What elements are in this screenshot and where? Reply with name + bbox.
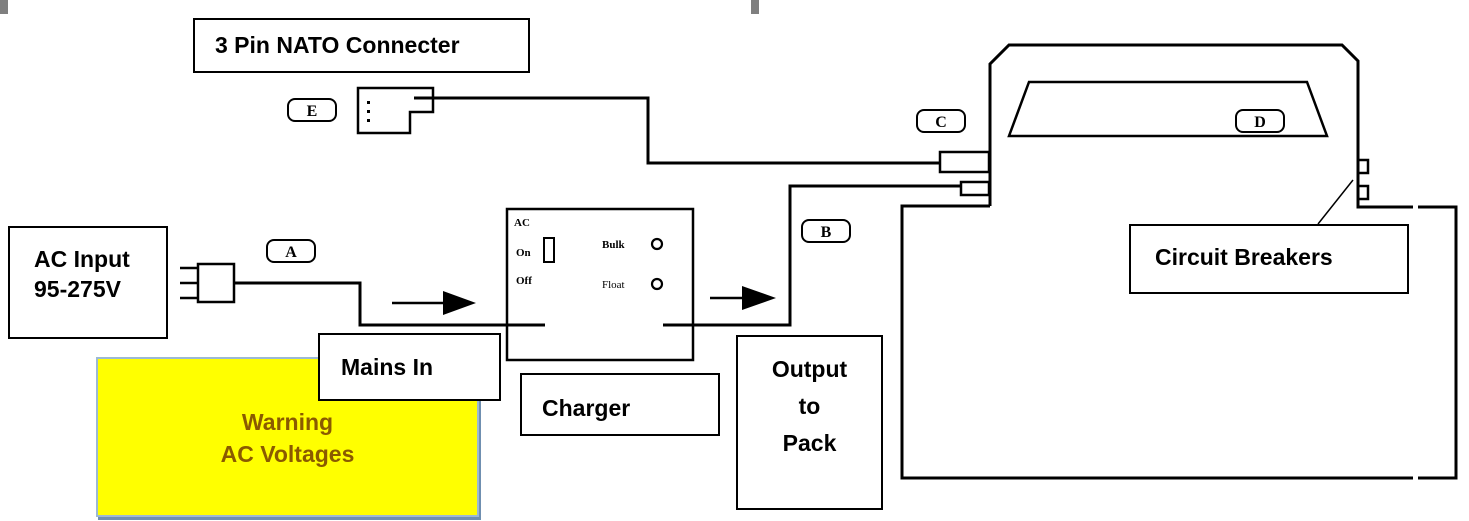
warning-line-1: Warning <box>241 409 334 435</box>
nato-pin-3 <box>367 119 370 122</box>
charger-unit <box>505 207 695 362</box>
ac-input-line-2: 95-275V <box>34 276 121 302</box>
ac-plug-body <box>196 262 236 304</box>
mains-cable <box>234 281 545 327</box>
marker-e: E <box>307 103 318 120</box>
nato-cable <box>414 96 940 165</box>
mains-in-label: Mains In <box>318 333 501 401</box>
marker-e-box <box>287 98 337 122</box>
ac-input-line-1: AC Input <box>34 246 130 272</box>
mains-arrow-head <box>443 291 476 315</box>
charger-off-label: Off <box>516 275 532 287</box>
bulk-led <box>650 237 664 251</box>
circuit-breakers-text: Circuit Breakers <box>1155 244 1333 270</box>
nato-plug <box>356 86 435 135</box>
marker-d-box <box>1235 109 1285 133</box>
nato-pin-1 <box>367 101 370 104</box>
marker-b-box <box>801 219 851 243</box>
marker-b: B <box>821 224 832 241</box>
marker-a-box <box>266 239 316 263</box>
circuit-breakers-label: Circuit Breakers <box>1129 224 1409 294</box>
charger-socket <box>959 180 991 197</box>
output-line-1: Output <box>771 356 848 382</box>
mains-in-text: Mains In <box>341 354 434 380</box>
breaker-button-2 <box>1356 184 1370 201</box>
output-cable <box>663 184 961 327</box>
warning-line-2: AC Voltages <box>220 441 355 467</box>
battery-pack-outline <box>900 43 1458 480</box>
charger-float-label: Float <box>602 279 625 291</box>
nato-socket <box>938 150 991 174</box>
marker-c-box <box>916 109 966 133</box>
nato-connector-text: 3 Pin NATO Connecter <box>215 32 460 58</box>
ac-input-label: AC Input 95-275V <box>8 226 168 339</box>
charger-ac-label: AC <box>514 217 530 229</box>
nato-connector-label: 3 Pin NATO Connecter <box>193 18 530 73</box>
output-arrow-head <box>742 286 776 310</box>
left-corner-tick <box>0 0 8 14</box>
charger-text: Charger <box>542 395 631 421</box>
charger-label: Charger <box>520 373 720 436</box>
output-line-3: Pack <box>782 430 837 456</box>
charger-bulk-label: Bulk <box>602 239 626 251</box>
marker-d: D <box>1254 114 1266 131</box>
charger-on-label: On <box>516 247 531 259</box>
breakers-pointer-line <box>1317 179 1354 225</box>
output-to-pack-label: Output to Pack <box>736 335 883 510</box>
output-line-2: to <box>798 393 821 419</box>
marker-a: A <box>285 244 297 261</box>
charger-on-switch <box>543 237 555 263</box>
battery-handle-window <box>1007 80 1329 138</box>
nato-pin-2 <box>367 110 370 113</box>
right-corner-tick <box>751 0 759 14</box>
breaker-button-1 <box>1356 158 1370 175</box>
float-led <box>650 277 664 291</box>
marker-c: C <box>935 114 947 131</box>
